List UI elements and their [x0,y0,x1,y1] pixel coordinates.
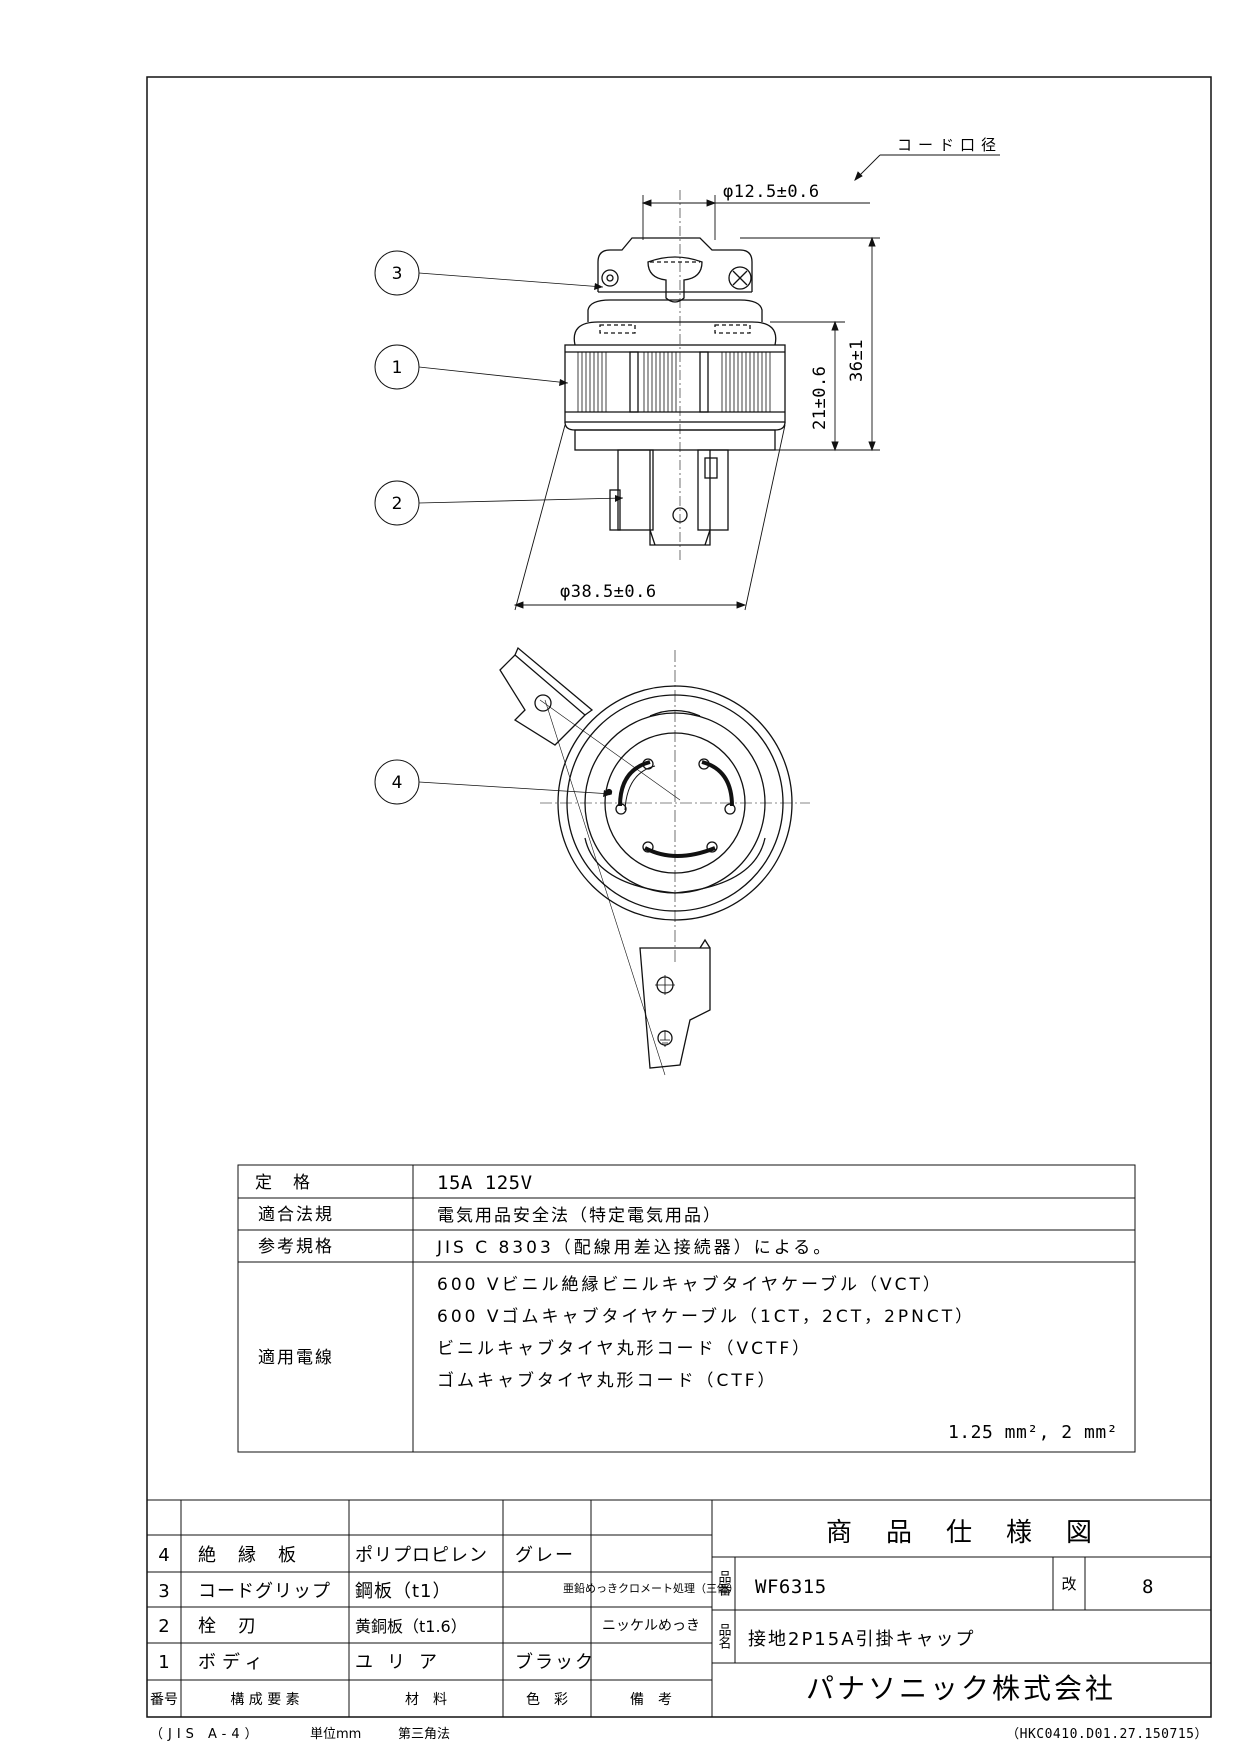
header-note: 備 考 [630,1692,672,1708]
cord-diameter-label: コード口径 [897,136,1002,154]
header-name: 構 成 要 素 [230,1692,299,1708]
part-no: 1 [158,1652,169,1673]
bottom-view [499,646,810,1076]
header-no: 番号 [150,1692,178,1708]
part-material: ポリプロピレン [355,1545,488,1566]
side-view [564,190,786,560]
parts-rows: 4 絶 縁 板 ポリプロピレン グレー 3 コードグリップ 鋼板（t1） 亜鉛め… [150,1545,739,1708]
svg-text:4: 4 [392,773,403,793]
dim-cord-diameter: φ12.5±0.6 [723,182,820,202]
spec-law-label: 適合法規 [258,1205,334,1225]
part-name: 栓 刃 [198,1616,258,1637]
dim-body-height: 21±0.6 [810,366,830,430]
part-material: 鋼板（t1） [355,1581,452,1602]
callout-1: 1 [374,344,569,390]
spec-rating-label: 定 格 [255,1173,312,1193]
header-color: 色 彩 [526,1691,568,1708]
svg-text:3: 3 [392,264,403,284]
callout-2: 2 [374,480,624,526]
part-material: ユリア [355,1652,451,1673]
part-no: 3 [158,1581,169,1602]
part-note: ニッケルめっき [602,1618,700,1634]
spec-wire-line-4: ゴムキャブタイヤ丸形コード（CTF） [437,1370,778,1391]
spec-wire-line-3: ビニルキャブタイヤ丸形コード（VCTF） [437,1338,812,1359]
footer-projection: 第三角法 [398,1727,450,1742]
revision-value: 8 [1142,1576,1154,1598]
spec-std-value: JIS C 8303（配線用差込接続器）による。 [436,1238,833,1258]
footer-doc-code: （HKC0410.D01.27.150715） [1006,1727,1208,1742]
part-name: コードグリップ [198,1581,331,1602]
svg-text:2: 2 [392,494,403,514]
name-label: 品名 [716,1623,732,1649]
parts-grid [147,1499,1211,1717]
side-dimensions [513,154,1000,611]
part-no: 4 [158,1545,169,1566]
footer: （JIS A-4） 単位mm 第三角法 （HKC0410.D01.27.1507… [150,1726,1208,1742]
spec-wire-label: 適用電線 [258,1348,334,1368]
spec-table-text: 定 格 15A 125V 適合法規 電気用品安全法（特定電気用品） 参考規格 J… [255,1172,1118,1443]
spec-wire-size: 1.25 mm², 2 mm² [948,1422,1118,1443]
part-note: 亜鉛めっきクロメート処理（三価） [563,1581,739,1595]
drawing-title: 商 品 仕 様 図 [826,1518,1096,1548]
part-no-label: 品番 [716,1570,732,1597]
spec-law-value: 電気用品安全法（特定電気用品） [437,1206,722,1226]
part-name: ボディ [198,1652,269,1673]
spec-wire-line-2: 600 Vゴムキャブタイヤケーブル（1CT，2CT，2PNCT） [437,1306,975,1327]
footer-unit: 単位mm [310,1726,361,1742]
header-material: 材 料 [405,1692,447,1708]
company-name: パナソニック株式会社 [806,1672,1116,1705]
spec-table [237,1164,1136,1453]
dim-body-diameter: φ38.5±0.6 [560,582,657,602]
spec-rating-value: 15A 125V [437,1172,533,1194]
product-name: 接地2P15A引掛キャップ [748,1629,976,1650]
revision-label: 改 [1061,1575,1076,1593]
spec-wire-line-1: 600 Vビニル絶縁ビニルキャブタイヤケーブル（VCT） [437,1274,943,1295]
footer-paper: （JIS A-4） [150,1727,263,1742]
sheet-border [146,76,1212,1718]
part-no: 2 [158,1616,169,1637]
spec-std-label: 参考規格 [258,1237,334,1257]
part-material: 黄銅板（t1.6） [355,1617,467,1636]
part-color: ブラック [515,1651,595,1673]
title-block: 商 品 仕 様 図 品番 WF6315 改 8 品名 接地2P15A引掛キャップ… [716,1518,1154,1705]
callout-3: 3 [374,250,604,296]
part-name: 絶 縁 板 [198,1545,298,1566]
part-number: WF6315 [755,1576,827,1598]
part-color: グレー [515,1545,575,1566]
svg-text:1: 1 [392,358,403,378]
dim-total-height: 36±1 [847,339,867,382]
